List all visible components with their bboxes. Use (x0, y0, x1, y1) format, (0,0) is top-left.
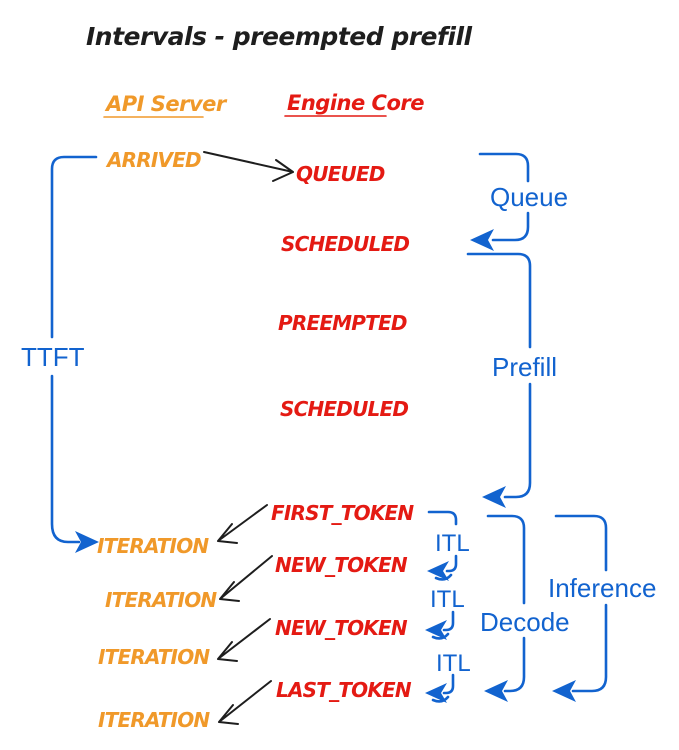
api-server-header: API Server (104, 92, 228, 116)
prefill-arrowhead-left-icon (482, 486, 506, 508)
decode-bracket-line (486, 514, 526, 693)
event-scheduled-1: SCHEDULED (281, 232, 409, 256)
itl2-arrowhead-left-icon (425, 620, 447, 640)
queue-label: Queue (490, 182, 568, 212)
itl3-label: ITL (436, 650, 471, 677)
arrow-last-token-to-iteration-icon (218, 680, 272, 725)
ttft-label: TTFT (21, 342, 85, 372)
event-preempted: PREEMPTED (278, 311, 407, 335)
event-iteration-3: ITERATION (98, 645, 210, 669)
itl2-hook-line (431, 610, 455, 640)
itl-group-2: ITL (425, 586, 465, 640)
queue-bracket-line (478, 152, 530, 242)
inference-arrowhead-left-icon (552, 680, 576, 702)
event-iteration-4: ITERATION (98, 708, 210, 732)
ttft-bracket-line (50, 155, 98, 544)
event-iteration-2: ITERATION (105, 588, 217, 612)
itl2-label: ITL (430, 586, 465, 613)
event-new-token-1: NEW_TOKEN (275, 553, 408, 577)
arrow-new-token1-to-iteration-icon (219, 555, 273, 602)
event-last-token: LAST_TOKEN (276, 678, 412, 702)
decode-label: Decode (480, 607, 570, 637)
event-connectors (203, 151, 294, 725)
arrow-arrived-to-queued-icon (203, 151, 294, 182)
itl1-arrowhead-left-icon (427, 561, 449, 581)
decode-arrowhead-left-icon (484, 680, 508, 702)
itl-group-1: ITL (427, 510, 470, 581)
event-new-token-2: NEW_TOKEN (275, 616, 408, 640)
event-first-token: FIRST_TOKEN (271, 501, 414, 525)
ttft-arrowhead-right-icon (75, 531, 99, 553)
event-queued: QUEUED (296, 162, 385, 186)
itl3-hook-line (431, 673, 455, 703)
ttft-bracket: TTFT (21, 155, 99, 553)
diagram-title: Intervals - preempted prefill (86, 22, 473, 51)
engine-core-header: Engine Core (287, 91, 424, 115)
event-scheduled-2: SCHEDULED (280, 397, 408, 421)
arrow-new-token2-to-iteration-icon (217, 618, 271, 662)
itl1-top-curve (427, 510, 458, 526)
inference-label: Inference (548, 573, 656, 603)
itl1-hook-line (434, 554, 458, 581)
decode-bracket: Decode (480, 514, 570, 702)
inference-bracket-line (554, 514, 608, 693)
event-arrived: ARRIVED (105, 148, 201, 172)
api-server-events: ARRIVED ITERATION ITERATION ITERATION IT… (97, 148, 218, 732)
prefill-bracket: Prefill (466, 252, 557, 508)
queue-bracket: Queue (470, 152, 568, 251)
queue-arrowhead-left-icon (470, 229, 494, 251)
itl-group-3: ITL (425, 650, 471, 703)
arrow-first-token-to-iteration-icon (217, 504, 268, 544)
inference-bracket: Inference (548, 514, 656, 702)
itl1-label: ITL (435, 530, 470, 557)
column-headers: API Server Engine Core (103, 91, 425, 118)
event-iteration-1: ITERATION (97, 534, 209, 558)
itl3-arrowhead-left-icon (425, 683, 447, 703)
prefill-label: Prefill (492, 352, 557, 382)
engine-core-events: QUEUED SCHEDULED PREEMPTED SCHEDULED FIR… (271, 162, 415, 702)
prefill-bracket-line (466, 252, 532, 499)
